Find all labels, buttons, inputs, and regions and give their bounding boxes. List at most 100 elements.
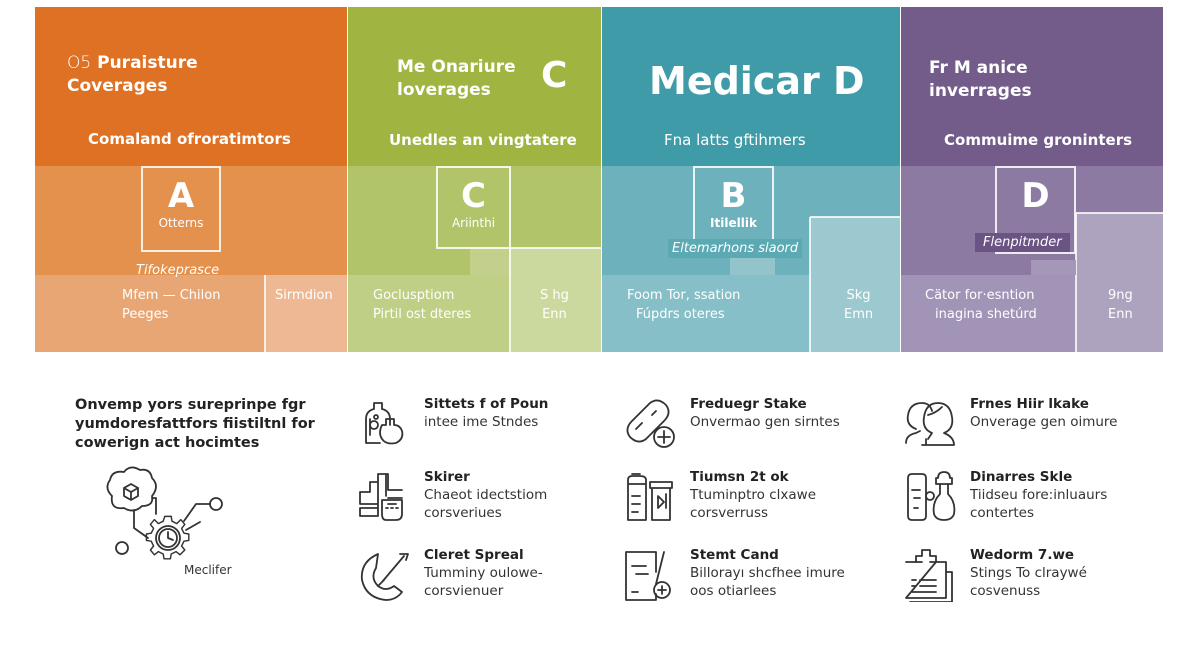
panel-b-subtitle: Fna latts gftihmers — [664, 131, 806, 149]
panel-a-mid-band — [35, 166, 347, 275]
panel-c-tile-right-line2: Enn — [542, 307, 567, 322]
panel-a-title: O5 Puraisture Coverages — [67, 52, 198, 98]
panel-b-tag: Eltemarhons slaord — [668, 239, 803, 258]
panel-a-tile-left-line1: Mfem — Chilon — [122, 288, 221, 303]
feature-title: Freduegr Stake — [690, 396, 807, 412]
panel-c-tile-right: S hg Enn — [540, 286, 569, 324]
panel-d-title-line1: Fr M anice — [929, 58, 1028, 78]
panel-d-tile-left-line2: inagina shetúrd — [935, 307, 1037, 322]
panel-d-tile-right-line1: 9ng — [1108, 288, 1133, 303]
feature-title: Frnes Hiir lkake — [970, 396, 1089, 412]
feature-desc: Tumminy oulowe- — [424, 565, 543, 581]
feature-desc: Ttuminptro clxawe — [690, 487, 817, 503]
gear-clock-icon — [106, 466, 223, 560]
panel-c-title-badge: C — [541, 55, 568, 96]
panel-c-title: Me Onariure loverages — [397, 56, 516, 102]
panel-d-subtitle: Commuime groninters — [944, 131, 1133, 149]
panel-a-title-line2: Coverages — [67, 76, 168, 96]
panel-a-letter-caption: Otterns — [158, 216, 204, 230]
panel-b-tile-right-line2: Emn — [844, 307, 874, 322]
feature-title: Skirer — [424, 469, 470, 485]
feature-desc: Stings To clraywé — [970, 565, 1087, 581]
panel-d-tile-right-line2: Enn — [1108, 307, 1133, 322]
panel-b-letter: B — [720, 176, 747, 216]
feature-desc: corsveriues — [424, 505, 502, 521]
panel-d-title: Fr M anice inverrages — [929, 57, 1032, 103]
panel-a-tile-right: Sirmdion — [275, 288, 333, 303]
people-icon — [902, 395, 958, 451]
feature-text: Cleret Spreal Tumminy oulowe- corsvienue… — [424, 546, 543, 600]
feature-title: Tiumsn 2t ok — [690, 469, 789, 485]
feature-text: Dinarres Skle Tiidseu fore:inluaurs cont… — [970, 468, 1107, 522]
panel-part-c: Me Onariure loverages C Unedles an vingt… — [348, 7, 601, 352]
panel-c-tile-right-line1: S hg — [540, 288, 569, 303]
panel-c-subtitle: Unedles an vingtatere — [389, 131, 577, 149]
intro-line3: cowerign act hocimtes — [75, 435, 260, 451]
feature-item: Tiumsn 2t ok Ttuminptro clxawe corsverru… — [622, 468, 816, 524]
intro-text: Onvemp yors sureprinpe fgr yumdoresfattf… — [75, 396, 315, 453]
panel-d-tile-left: Cätor for·esntion inagina shetúrd — [925, 286, 1037, 324]
feature-desc: contertes — [970, 505, 1035, 521]
panel-c-tile-left-line2: Pirtil ost dteres — [373, 307, 472, 322]
feature-desc: intee ime Stndes — [424, 414, 539, 430]
feature-title: Dinarres Skle — [970, 469, 1073, 485]
panel-c-title-line2: loverages — [397, 80, 491, 100]
diagram-label: Meclifer — [184, 563, 232, 577]
panel-a-tag: Tifokeprasce — [136, 263, 220, 278]
panel-c-bottom-band — [348, 275, 510, 352]
feature-desc: Billorayı shcfhee imure — [690, 565, 845, 581]
feature-item: Wedorm 7.we Stings To clraywé cosvenuss — [902, 546, 1087, 602]
feature-title: Sittets f of Poun — [424, 396, 549, 412]
pen-arc-icon — [356, 546, 412, 602]
panel-b-tile-right: Skg Emn — [844, 286, 873, 324]
intro-line1: Onvemp yors sureprinpe fgr — [75, 397, 306, 413]
feature-item: Stemt Cand Billorayı shcfhee imure oos o… — [622, 546, 845, 602]
panel-a-letter: A — [167, 176, 195, 216]
panel-part-a: O5 Puraisture Coverages Comaland ofrorat… — [35, 7, 347, 352]
panel-c-tile-left-line1: Goclusptiom — [373, 288, 455, 303]
panel-b-title: Medicar D — [649, 59, 865, 103]
panel-d-title-line2: inverrages — [929, 81, 1032, 101]
panel-a-title-line1: Puraisture — [97, 53, 198, 73]
panel-d-tile-left-line1: Cätor for·esntion — [925, 288, 1035, 303]
panel-c-letter-box: C Ariinthi — [436, 166, 511, 249]
panel-b-tile-right-line1: Skg — [846, 288, 871, 303]
feature-item: Sittets f of Poun intee ime Stndes — [356, 395, 548, 451]
panel-a-tile-left: Mfem — Chilon Peeges — [122, 286, 220, 324]
panel-a-title-prefix: O5 — [67, 53, 92, 73]
panel-part-b: Medicar D Fna latts gftihmers B Itilelli… — [602, 7, 900, 352]
panel-c-letter: C — [461, 176, 486, 216]
panel-b-tile-left-line1: Foom Tor, ssation — [627, 288, 741, 303]
panel-b-tile-left-line2: Fúpdrs oteres — [636, 307, 725, 322]
feature-desc: corsvienuer — [424, 583, 504, 599]
feature-desc: Chaeot idectstiom — [424, 487, 548, 503]
panel-c-title-line1: Me Onariure — [397, 57, 516, 77]
bottle-icon — [356, 395, 412, 451]
panel-a-tile-left-line2: Peeges — [122, 307, 169, 322]
panel-c-side-tile — [510, 248, 601, 352]
feature-desc: Onvermao gen sirntes — [690, 414, 840, 430]
feature-title: Cleret Spreal — [424, 547, 524, 563]
feature-desc: oos otiarlees — [690, 583, 777, 599]
pill-plus-icon — [622, 395, 678, 451]
feature-desc: Tiidseu fore:inluaurs — [970, 487, 1108, 503]
panel-c-small-tile — [470, 248, 510, 275]
gear-network-diagram — [100, 466, 240, 566]
feature-item: Dinarres Skle Tiidseu fore:inluaurs cont… — [902, 468, 1107, 524]
panel-d-tag: Flenpitmder — [975, 233, 1070, 252]
panel-a-letter-box: A Otterns — [141, 166, 221, 252]
feature-text: Stemt Cand Billorayı shcfhee imure oos o… — [690, 546, 845, 600]
panel-part-d: Fr M anice inverrages Commuime groninter… — [901, 7, 1163, 352]
medical-calendar-icon — [902, 546, 958, 602]
panel-d-tile-right: 9ng Enn — [1108, 286, 1133, 324]
phone-flask-icon — [902, 468, 958, 524]
feature-item: Cleret Spreal Tumminy oulowe- corsvienue… — [356, 546, 543, 602]
medicine-jars-icon — [622, 468, 678, 524]
feature-desc: corsverruss — [690, 505, 769, 521]
panel-a-side-tile — [265, 275, 347, 352]
document-plus-icon — [622, 546, 678, 602]
building-map-icon — [356, 468, 412, 524]
feature-item: Frnes Hiir lkake Onverage gen oimure — [902, 395, 1117, 451]
panel-b-letter-caption: Itilellik — [710, 216, 757, 230]
intro-line2: yumdoresfattfors fiistiltnl for — [75, 416, 315, 432]
